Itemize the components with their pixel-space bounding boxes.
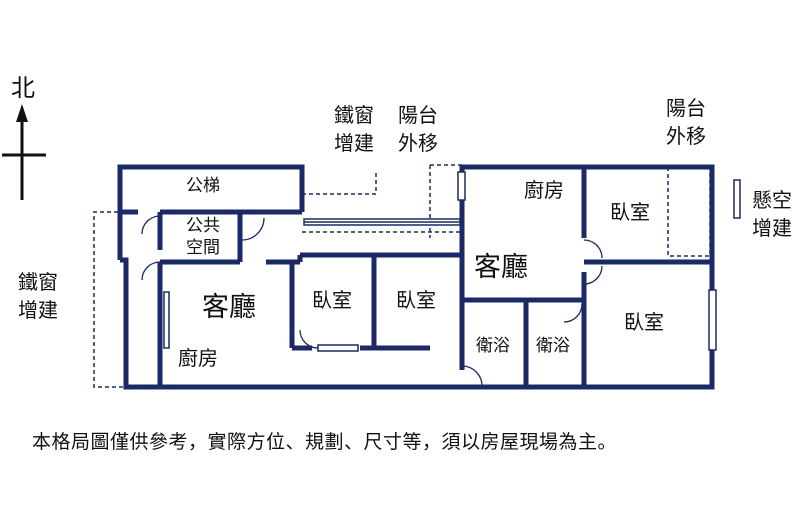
north-arrow (2, 104, 46, 200)
bedroom-b-label: 臥室 (396, 288, 436, 312)
public-space-label-2: 空間 (186, 238, 220, 258)
hanging-label-2: 增建 (752, 216, 792, 240)
balcony-mid-label-2: 外移 (398, 131, 438, 155)
bedroom-d-label: 臥室 (624, 310, 664, 334)
bedroom-c-label: 臥室 (610, 200, 650, 224)
iron-window-left-label-1: 鐵窗 (18, 270, 58, 294)
bath-a-label: 衛浴 (476, 336, 510, 356)
balcony-right-label-1: 陽台 (666, 96, 706, 120)
kitchen-right-label: 廚房 (524, 178, 564, 202)
iron-window-top-label-1: 鐵窗 (334, 103, 374, 127)
public-space-label-1: 公共 (186, 216, 220, 236)
living-room-left-label: 客廳 (202, 292, 256, 323)
iron-window-left-label-2: 增建 (18, 298, 58, 322)
hanging-label-1: 懸空 (752, 188, 792, 212)
bedroom-a-label: 臥室 (312, 288, 352, 312)
balcony-mid-label-1: 陽台 (398, 103, 438, 127)
doors (141, 215, 603, 387)
iron-window-top-label-2: 增建 (334, 131, 374, 155)
disclaimer-note: 本格局圖僅供參考，實際方位、規劃、尺寸等，須以房屋現場為主。 (32, 431, 618, 453)
windows (163, 171, 741, 352)
living-room-right-label: 客廳 (474, 252, 528, 283)
balcony-right-label-2: 外移 (666, 124, 706, 148)
kitchen-left-label: 廚房 (178, 346, 218, 370)
bath-b-label: 衛浴 (536, 336, 570, 356)
north-label: 北 (11, 74, 35, 102)
public-stair-label: 公梯 (186, 176, 220, 196)
